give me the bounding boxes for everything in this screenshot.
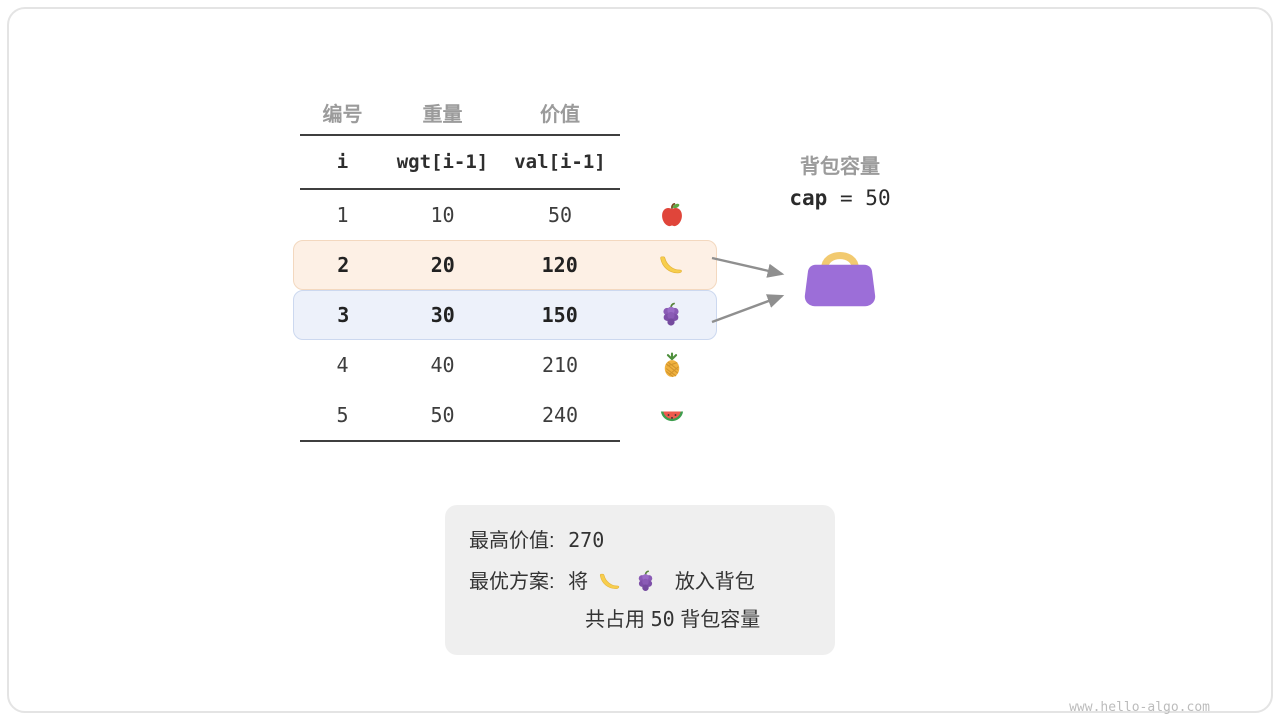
item-weight: 50 [430,403,455,427]
item-value: 240 [541,403,579,427]
subheader-i: i [336,151,349,173]
grapes-icon [619,301,709,329]
best-value-number: 270 [568,528,605,552]
item-value: 150 [541,303,578,327]
banana-icon [594,571,631,593]
plan-suffix: 放入背包 [674,571,755,593]
cap-number: 50 [865,186,891,210]
subheader-wgt: wgt[i-1] [396,151,489,173]
grapes-icon [630,570,667,593]
knapsack-capacity-value: cap = 50 [770,182,910,214]
result-summary-box: 最高价值: 270 最优方案: 将 放入背包 共占用 50 背 [445,505,835,655]
used-prefix: 共占用 [585,609,645,631]
item-value: 210 [541,353,579,377]
best-plan-line: 最优方案: 将 放入背包 [469,567,835,597]
items-table: 编号 重量 价值 i wgt[i-1] val[i-1] 1 10 50 2 2… [293,90,717,442]
used-suffix: 背包容量 [680,609,761,631]
header-value: 价值 [540,103,580,126]
cap-variable: cap [789,186,828,210]
apple-icon [620,201,710,229]
item-id: 1 [336,203,349,227]
plan-word: 将 [568,571,589,593]
divider-line [300,440,620,442]
best-plan-label: 最优方案: [469,571,555,593]
watermark: www.hello-algo.com [1069,700,1210,715]
best-value-label: 最高价值: [469,530,555,552]
pineapple-icon [620,351,710,379]
item-weight: 20 [430,253,455,277]
equals-sign: = [839,186,853,210]
capacity-used-line: 共占用 50 背包容量 [469,604,835,635]
best-value-line: 最高价值: 270 [469,525,835,556]
item-id: 5 [336,403,349,427]
table-row: 1 10 50 [300,190,710,240]
knapsack-panel: 背包容量 cap = 50 [770,152,910,323]
table-row-selected-banana: 2 20 120 [293,240,717,290]
item-weight: 40 [430,353,455,377]
item-id: 4 [336,353,349,377]
header-id: 编号 [322,103,363,126]
table-row: 5 50 240 [300,390,710,440]
header-weight: 重量 [422,103,463,126]
table-header-row: 编号 重量 价值 [300,90,710,134]
divider-line [300,134,620,136]
watermelon-icon [620,401,710,429]
knapsack-capacity-label: 背包容量 [800,156,880,178]
table-subheader-row: i wgt[i-1] val[i-1] [300,136,710,188]
table-row-selected-grapes: 3 30 150 [293,290,717,340]
item-weight: 10 [430,203,455,227]
handbag-icon [770,226,910,323]
item-weight: 30 [430,303,455,327]
item-id: 3 [337,303,350,327]
divider-line [300,188,620,190]
banana-icon [619,251,709,279]
table-row: 4 40 210 [300,340,710,390]
item-value: 120 [541,253,578,277]
item-value: 50 [547,203,573,227]
subheader-val: val[i-1] [514,151,606,173]
item-id: 2 [337,253,350,277]
used-number: 50 [650,607,675,631]
selection-arrows [711,256,785,324]
